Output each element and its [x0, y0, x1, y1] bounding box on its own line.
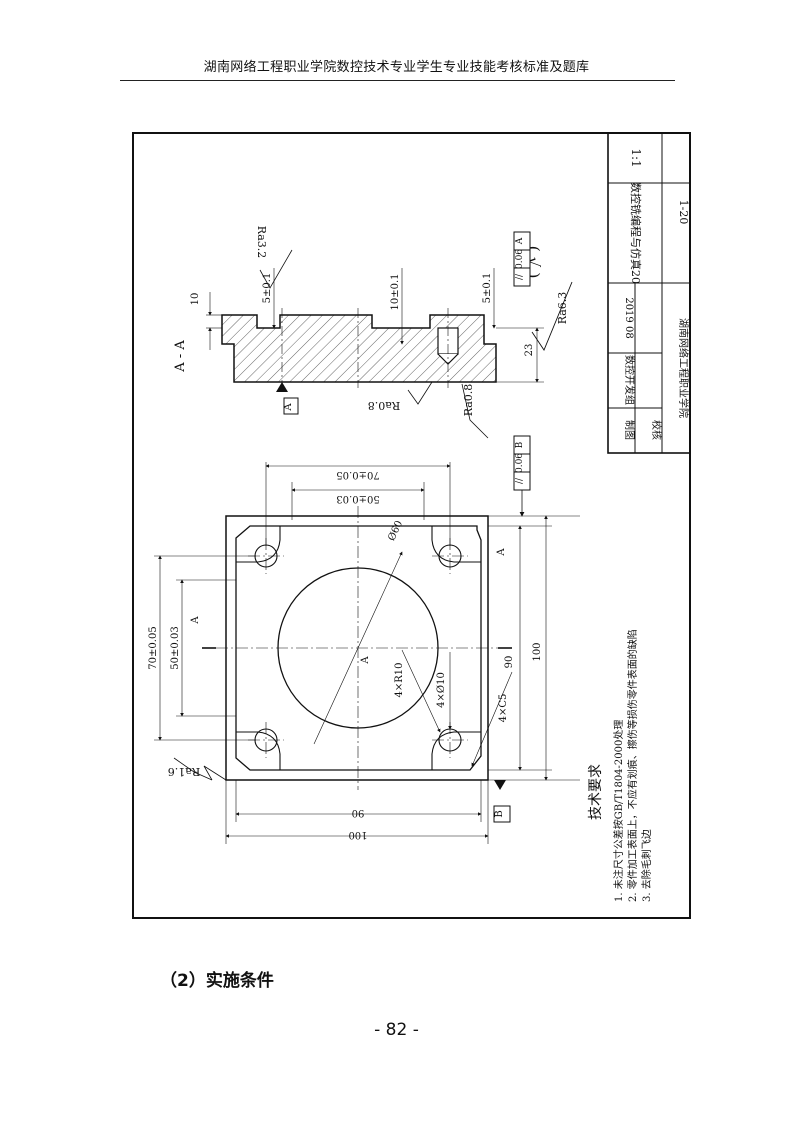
- dim-90-v: 90: [504, 656, 515, 669]
- svg-text:B: B: [515, 441, 525, 448]
- engineering-drawing: 1:1 数控铣编程与仿真20 1-20 2019 08 数控开发组 制图 校核 …: [132, 132, 691, 919]
- tech-item-3: 3. 去除毛刺飞边: [640, 829, 653, 902]
- dim-depth-right: 5±0.1: [482, 273, 493, 304]
- datum-b: B: [494, 810, 505, 817]
- parallelism-frame-b: // 0.06 B: [513, 435, 531, 517]
- ra-right: Ra0.8: [462, 384, 475, 417]
- dim-90-h: 90: [352, 807, 365, 818]
- svg-text:A: A: [515, 237, 525, 245]
- title-school: 湖南网络工程职业学院: [677, 318, 690, 418]
- dim-chamfer: 4×C5: [498, 694, 509, 723]
- dim-50-h: 50±0.03: [336, 493, 379, 504]
- dim-100-h: 100: [348, 829, 367, 840]
- tech-item-1: 1. 未注尺寸公差按GB/T1804-2000处理: [612, 720, 625, 902]
- ra-bottom: Ra0.8: [368, 399, 401, 412]
- ra-general: Ra6.3: [556, 292, 569, 325]
- parallelism-frame-a: // 0.06 A: [513, 231, 531, 287]
- ra-top: Ra3.2: [255, 226, 268, 259]
- title-block: 1:1 数控铣编程与仿真20 1-20 2019 08 数控开发组 制图 校核 …: [607, 132, 691, 454]
- section-title: （2）实施条件: [160, 971, 274, 991]
- title-scale: 1:1: [629, 148, 643, 167]
- title-drawing-no: 1-20: [677, 200, 690, 225]
- drawing-border: [132, 132, 691, 919]
- dim-top: 10: [190, 293, 201, 306]
- dim-100-v: 100: [532, 642, 543, 661]
- section-label: A - A: [173, 340, 188, 373]
- section-view: A - A 10 5±0.1 10±0.1 5±0.1 23 Ra3.2 Ra0…: [173, 226, 573, 439]
- ra-left: Ra1.6: [168, 765, 201, 778]
- title-drawn-label: 制图: [623, 420, 636, 440]
- plan-view: A A A 70±0.05 50±0.03 70±0.05 50±0.03: [148, 435, 580, 844]
- datum-a: A: [283, 403, 294, 412]
- section-mark-right: A: [496, 548, 507, 557]
- svg-text://: //: [515, 477, 525, 484]
- svg-text://: //: [515, 273, 525, 280]
- tech-item-2: 2. 零件加工表面上，不应有划痕、擦伤等损伤零件表面的缺陷: [626, 629, 639, 902]
- dim-thickness: 23: [524, 344, 535, 357]
- title-part-name: 数控铣编程与仿真20: [629, 182, 643, 284]
- tech-requirements: 技术要求 1. 未注尺寸公差按GB/T1804-2000处理 2. 零件加工表面…: [588, 629, 653, 902]
- dim-holes: 4×Ø10: [436, 672, 447, 708]
- dim-50-v: 50±0.03: [170, 626, 181, 669]
- svg-text:0.06: 0.06: [515, 453, 525, 473]
- dim-r10: 4×R10: [394, 663, 405, 698]
- tech-title: 技术要求: [588, 764, 604, 820]
- dim-depth-left: 5±0.1: [262, 273, 273, 304]
- section-mark-center: A: [360, 656, 371, 665]
- section-mark-left: A: [190, 616, 201, 625]
- header-rule: [120, 80, 675, 81]
- dim-70-h: 70±0.05: [336, 469, 379, 480]
- title-check-label: 校核: [650, 420, 663, 440]
- page-header: 湖南网络工程职业学院数控技术专业学生专业技能考核标准及题库: [203, 60, 590, 75]
- svg-text:0.06: 0.06: [515, 249, 525, 269]
- dim-depth-mid: 10±0.1: [390, 273, 401, 310]
- dim-70-v: 70±0.05: [148, 626, 159, 669]
- page-number: - 82 -: [374, 1020, 419, 1040]
- title-date: 2019 08: [623, 297, 634, 338]
- dim-bore: Ø60: [386, 519, 405, 543]
- title-drawn-by: 数控开发组: [623, 355, 636, 405]
